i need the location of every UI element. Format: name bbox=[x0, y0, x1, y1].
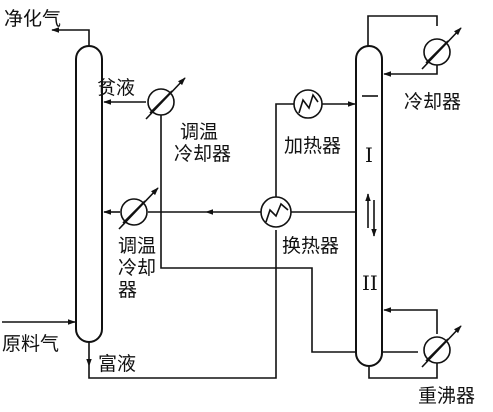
heat-exchanger-circle bbox=[260, 196, 292, 228]
tempering-cooler-mid-label-2: 冷却 bbox=[118, 257, 156, 279]
cooler-right bbox=[421, 27, 462, 70]
heater-circle bbox=[293, 89, 323, 119]
lean-liquid-line bbox=[160, 115, 418, 353]
zigzag-icon bbox=[265, 202, 289, 223]
purified-gas-label: 净化气 bbox=[4, 8, 61, 30]
reboiler-label: 重沸器 bbox=[418, 385, 475, 407]
crossing-arrow-icon bbox=[118, 187, 159, 230]
tempering-cooler-top-label-2: 冷却器 bbox=[174, 143, 231, 165]
tempering-cooler-mid-label-3: 器 bbox=[118, 279, 137, 301]
section-two-label: II bbox=[362, 271, 378, 295]
cooler-label: 冷却器 bbox=[404, 91, 461, 113]
regenerator-column bbox=[355, 45, 383, 367]
lean-liquid-label: 贫液 bbox=[97, 77, 135, 99]
heat-exchanger-label: 换热器 bbox=[282, 235, 339, 257]
rich-liquid-label: 富液 bbox=[98, 353, 136, 375]
feed-gas-label: 原料气 bbox=[2, 333, 59, 355]
rich-to-heater-line bbox=[275, 103, 294, 197]
heater-label: 加热器 bbox=[284, 135, 341, 157]
zigzag-icon bbox=[298, 93, 319, 114]
heater bbox=[293, 89, 323, 119]
tempering-cooler-top bbox=[145, 77, 186, 120]
purified-gas-line bbox=[51, 27, 90, 46]
crossing-arrow-icon bbox=[421, 27, 462, 70]
rich-liquid-line bbox=[88, 230, 277, 379]
tempering-cooler-top-label-1: 调温 bbox=[180, 121, 218, 143]
heat-exchanger bbox=[260, 196, 292, 228]
crossing-arrow-icon bbox=[145, 77, 186, 120]
reboiler-return bbox=[383, 307, 438, 334]
section-one-label: I bbox=[365, 143, 373, 167]
tempering-cooler-mid-label-1: 调温 bbox=[118, 235, 156, 257]
reboiler bbox=[421, 325, 462, 368]
condensate-return bbox=[383, 65, 438, 77]
regen-bottom-line bbox=[368, 363, 438, 379]
tempering-cooler-mid bbox=[118, 187, 159, 230]
regen-overhead-line bbox=[367, 15, 438, 46]
crossing-arrow-icon bbox=[421, 325, 462, 368]
